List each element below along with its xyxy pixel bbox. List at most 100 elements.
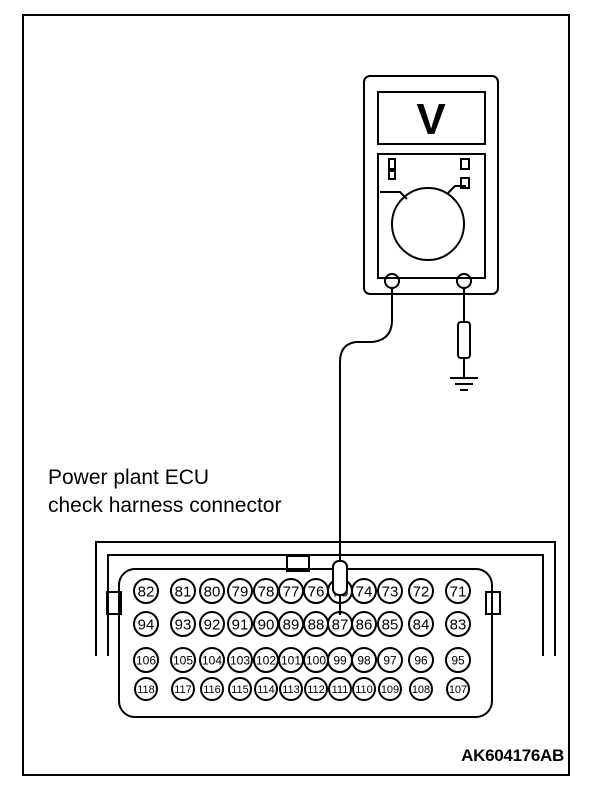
connector-outer-shell [95,541,556,656]
meter-indicator-right-top [460,158,470,170]
voltmeter-v-icon: V [416,95,446,144]
terminal-86[interactable] [351,611,377,637]
terminal-118[interactable] [134,677,158,701]
terminal-109[interactable] [378,677,402,701]
terminal-label-95: 95 [451,653,465,667]
terminal-label-99: 99 [333,653,347,667]
terminal-83[interactable] [445,611,471,637]
terminal-71[interactable] [445,578,471,604]
terminal-label-98: 98 [357,653,371,667]
terminal-105[interactable] [170,647,196,673]
terminal-104[interactable] [199,647,225,673]
terminal-label-76: 76 [308,583,325,600]
meter-indicator-left-top [388,158,396,170]
terminal-95[interactable] [445,647,471,673]
ecu-connector [95,541,556,718]
terminal-label-108: 108 [412,684,430,696]
terminal-113[interactable] [279,677,303,701]
negative-test-lead [457,288,471,378]
terminal-label-107: 107 [449,684,467,696]
connector-terminals: 8281807978777675747372719493929190898887… [133,578,471,701]
terminal-93[interactable] [170,611,196,637]
terminal-98[interactable] [351,647,377,673]
terminal-96[interactable] [408,647,434,673]
terminal-label-112: 112 [307,684,325,696]
terminal-97[interactable] [377,647,403,673]
terminal-74[interactable] [351,578,377,604]
meter-body [363,75,499,295]
terminal-label-97: 97 [383,653,397,667]
terminal-label-87: 87 [332,616,349,633]
terminal-91[interactable] [227,611,253,637]
terminal-label-111: 111 [332,684,349,696]
terminal-114[interactable] [254,677,278,701]
terminal-label-80: 80 [204,583,221,600]
voltmeter: V [363,75,499,295]
terminal-106[interactable] [133,647,159,673]
terminal-103[interactable] [227,647,253,673]
terminal-label-90: 90 [258,616,275,633]
terminal-label-117: 117 [174,684,192,696]
terminal-label-85: 85 [382,616,399,633]
connector-caption-line-1: Power plant ECU [48,466,210,489]
terminal-92[interactable] [199,611,225,637]
terminal-82[interactable] [133,578,159,604]
terminal-label-86: 86 [356,616,373,633]
terminal-label-109: 109 [381,684,399,696]
terminal-72[interactable] [408,578,434,604]
terminal-label-103: 103 [230,653,250,667]
terminal-108[interactable] [409,677,433,701]
terminal-label-110: 110 [355,684,373,696]
terminal-81[interactable] [170,578,196,604]
terminal-85[interactable] [377,611,403,637]
terminal-label-78: 78 [258,583,275,600]
terminal-label-104: 104 [202,653,222,667]
figure-id-label: AK604176AB [461,746,564,765]
terminal-117[interactable] [171,677,195,701]
terminal-79[interactable] [227,578,253,604]
terminal-label-73: 73 [382,583,399,600]
test-probe [332,560,348,615]
terminal-label-114: 114 [257,684,275,696]
meter-indicator-right-bottom [460,177,470,189]
terminal-112[interactable] [304,677,328,701]
meter-negative-jack[interactable] [456,273,472,289]
connector-terminal-face [118,568,493,718]
meter-display [377,91,486,145]
terminal-116[interactable] [200,677,224,701]
terminal-110[interactable] [352,677,376,701]
terminal-label-84: 84 [413,616,430,633]
terminal-label-101: 101 [281,653,301,667]
terminal-label-77: 77 [283,583,300,600]
terminal-label-106: 106 [136,653,156,667]
terminal-73[interactable] [377,578,403,604]
terminal-label-113: 113 [282,684,300,696]
terminal-115[interactable] [228,677,252,701]
meter-positive-jack[interactable] [384,273,400,289]
terminal-label-94: 94 [138,616,155,633]
terminal-label-88: 88 [308,616,325,633]
terminal-label-93: 93 [175,616,192,633]
figure-frame [22,14,570,776]
terminal-label-72: 72 [413,583,430,600]
terminal-94[interactable] [133,611,159,637]
meter-rotary-dial[interactable] [391,187,465,261]
terminal-label-115: 115 [231,684,249,696]
meter-panel [377,153,486,279]
terminal-label-89: 89 [283,616,300,633]
terminal-80[interactable] [199,578,225,604]
connector-left-guide [106,591,122,615]
terminal-107[interactable] [446,677,470,701]
terminal-111[interactable] [328,677,352,701]
positive-test-lead [339,288,393,560]
terminal-label-118: 118 [137,684,155,696]
terminal-label-96: 96 [414,653,428,667]
connector-inner-shell [107,554,544,656]
terminal-label-100: 100 [306,653,326,667]
terminal-label-116: 116 [203,684,221,696]
probe-handle [332,560,348,596]
terminal-label-102: 102 [256,653,276,667]
terminal-label-74: 74 [356,583,373,600]
terminal-84[interactable] [408,611,434,637]
